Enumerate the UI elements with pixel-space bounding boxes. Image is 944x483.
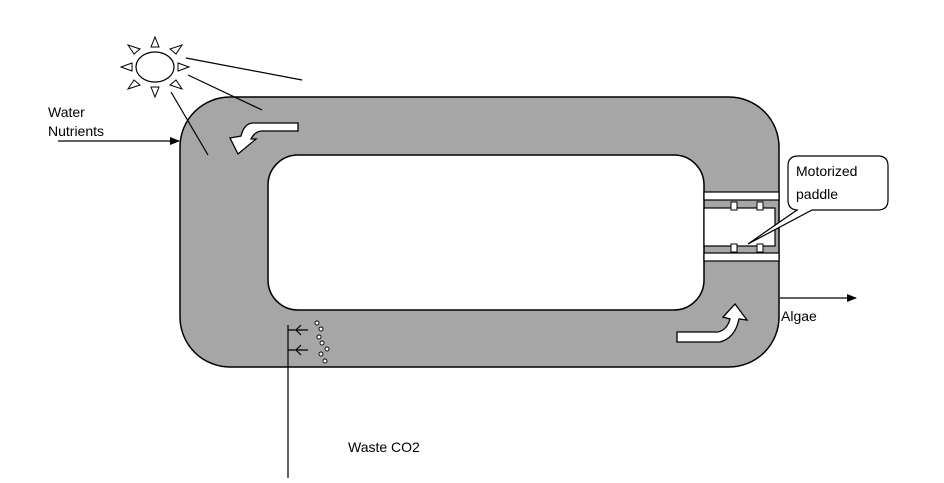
flow-arrow-icon xyxy=(229,122,299,156)
co2-pipe xyxy=(287,324,308,478)
sun-icon xyxy=(119,35,191,99)
input-label-line1: Water xyxy=(48,104,85,120)
paddle-label-line2: paddle xyxy=(796,186,838,202)
co2-label: Waste CO2 xyxy=(348,439,420,455)
paddle-label-line1: Motorized xyxy=(796,163,857,179)
paddle-icon xyxy=(703,191,780,262)
input-label-line2: Nutrients xyxy=(48,123,104,139)
output-label: Algae xyxy=(781,308,817,324)
pond-inner-island xyxy=(267,154,705,311)
bubbles-icon xyxy=(314,320,330,364)
sun-rays xyxy=(170,57,303,156)
flow-arrow-icon xyxy=(676,302,749,343)
paddle-callout: Motorized paddle xyxy=(747,155,889,245)
